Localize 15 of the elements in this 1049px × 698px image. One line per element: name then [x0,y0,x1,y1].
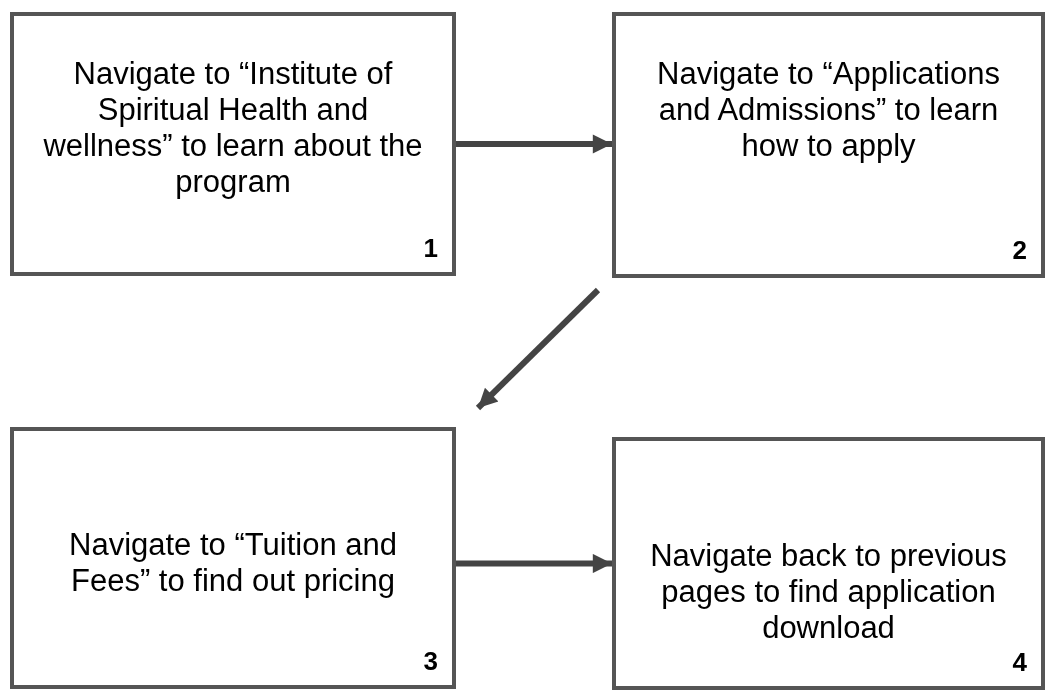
step-number: 4 [1012,647,1027,678]
arrow [475,287,601,411]
step-box [612,437,1045,690]
step-box [10,12,456,276]
arrow [456,134,612,154]
step-description: Navigate to “Tuition and Fees” to find out pricing [68,527,398,599]
step-box [612,12,1045,278]
step-description: Navigate back to previous pages to find application download [649,538,1008,646]
step-description: Navigate to “Applications and Admissions” to learn how to apply [656,56,1001,164]
step-number: 3 [423,646,438,677]
arrow [456,553,612,574]
step-number: 1 [423,233,438,264]
step-box [10,427,456,689]
step-number: 2 [1012,235,1027,266]
step-description: Navigate to “Institute of Spiritual Health and wellness” to learn about the program [42,56,424,200]
